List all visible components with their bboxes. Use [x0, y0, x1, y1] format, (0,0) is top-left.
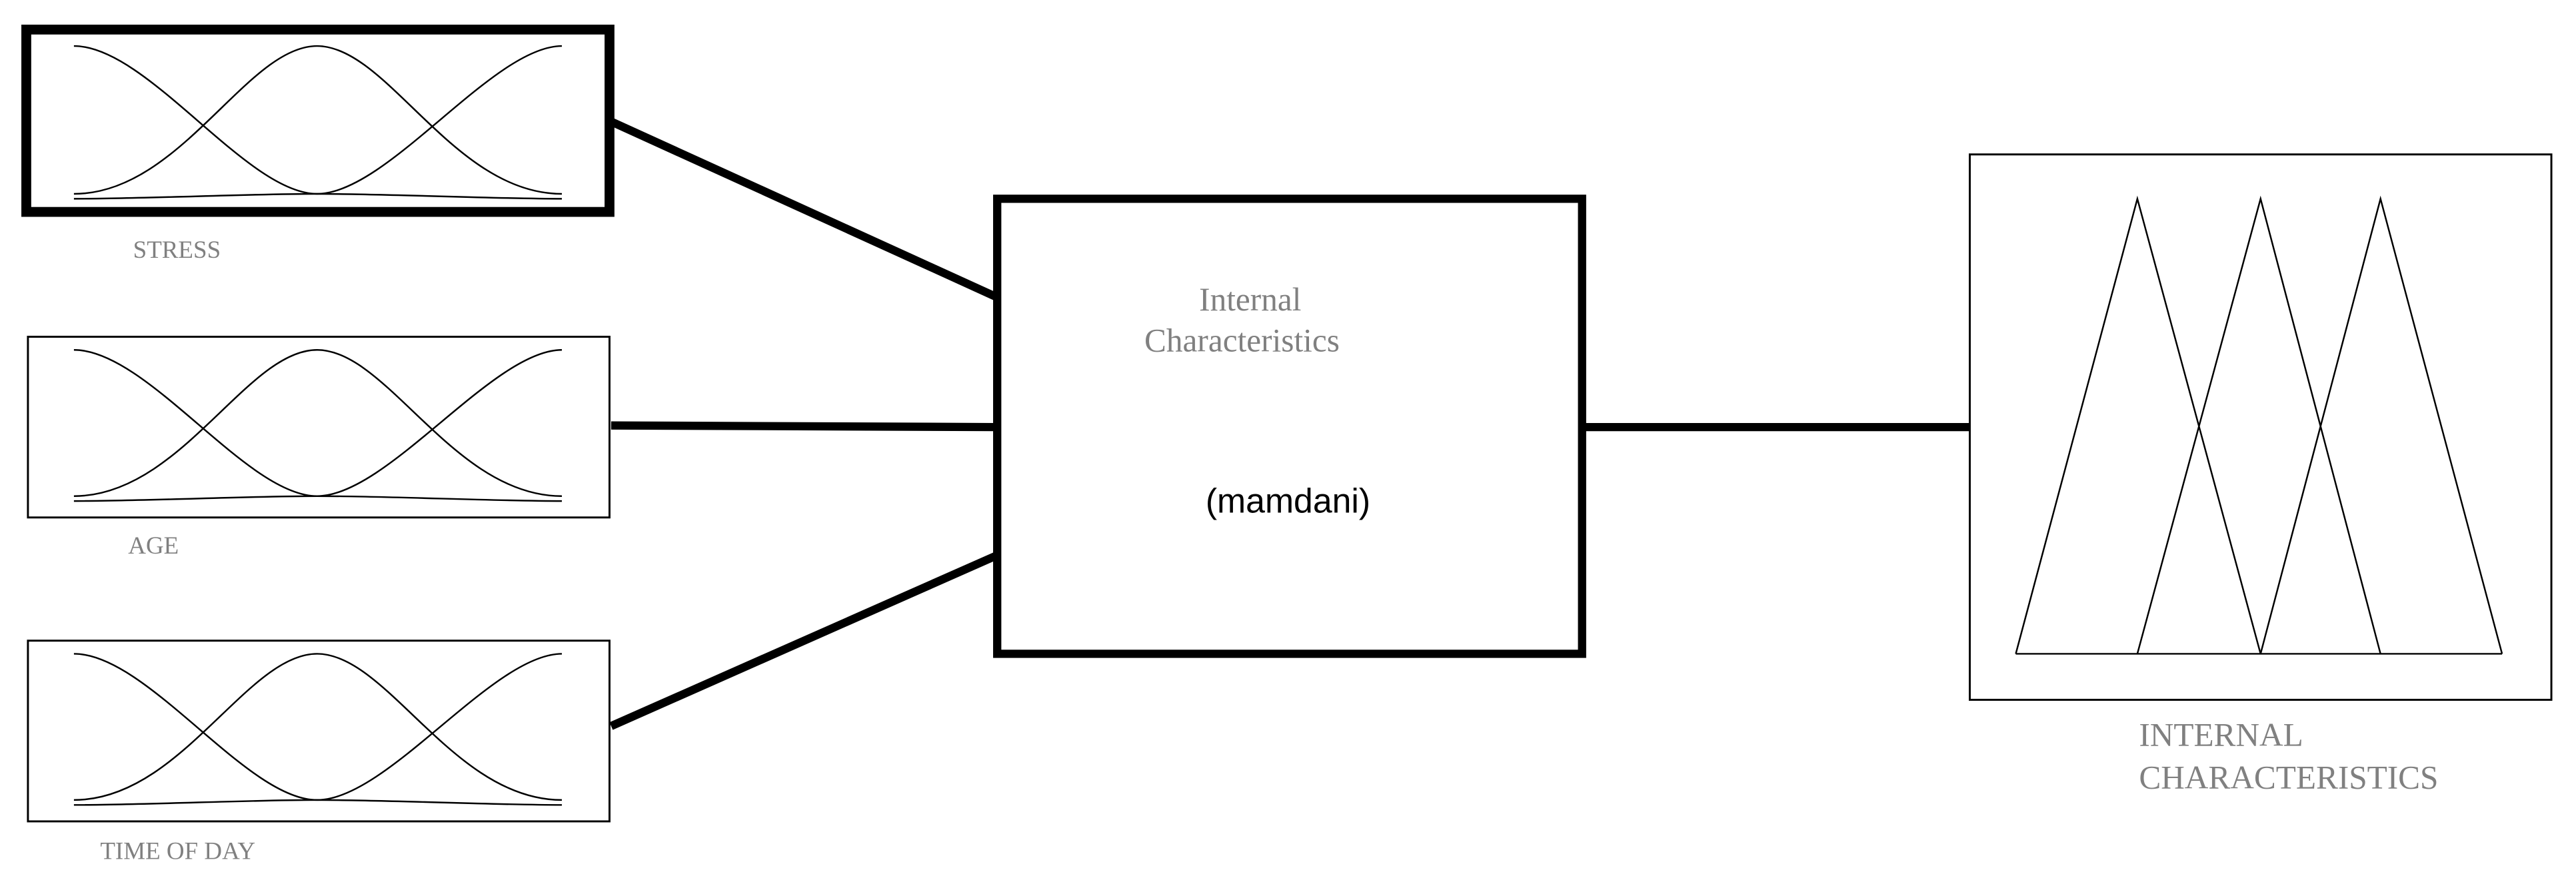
connector-age [611, 421, 998, 432]
system-title-line1: Internal [1199, 281, 1301, 318]
input-box-stress-frame [21, 24, 615, 217]
input-label-age: AGE [128, 532, 179, 559]
output-label-line2: CHARACTERISTICS [2139, 759, 2438, 796]
input-box-age[interactable] [27, 336, 611, 519]
output-box-frame [1968, 153, 2553, 701]
membership-curves-stress [73, 45, 563, 200]
connector-time-of-day [609, 551, 999, 730]
input-box-time-of-day[interactable] [27, 640, 611, 823]
input-label-stress: STRESS [133, 236, 221, 263]
output-triangles [2015, 195, 2503, 655]
output-label-line1: INTERNAL [2139, 717, 2303, 753]
input-label-time-of-day: TIME OF DAY [100, 837, 255, 865]
connector-stress [609, 117, 999, 301]
system-title-line2: Characteristics [1144, 322, 1340, 359]
output-box[interactable] [1968, 153, 2553, 701]
system-box-frame [993, 195, 1586, 658]
membership-curves-time-of-day [73, 653, 563, 806]
membership-curves-age [73, 349, 563, 502]
input-box-stress[interactable] [21, 24, 615, 217]
system-box[interactable] [993, 195, 1586, 658]
input-box-time-of-day-frame [27, 640, 611, 823]
system-method: (mamdani) [1206, 481, 1370, 520]
connections [609, 117, 1970, 730]
input-box-age-frame [27, 336, 611, 519]
